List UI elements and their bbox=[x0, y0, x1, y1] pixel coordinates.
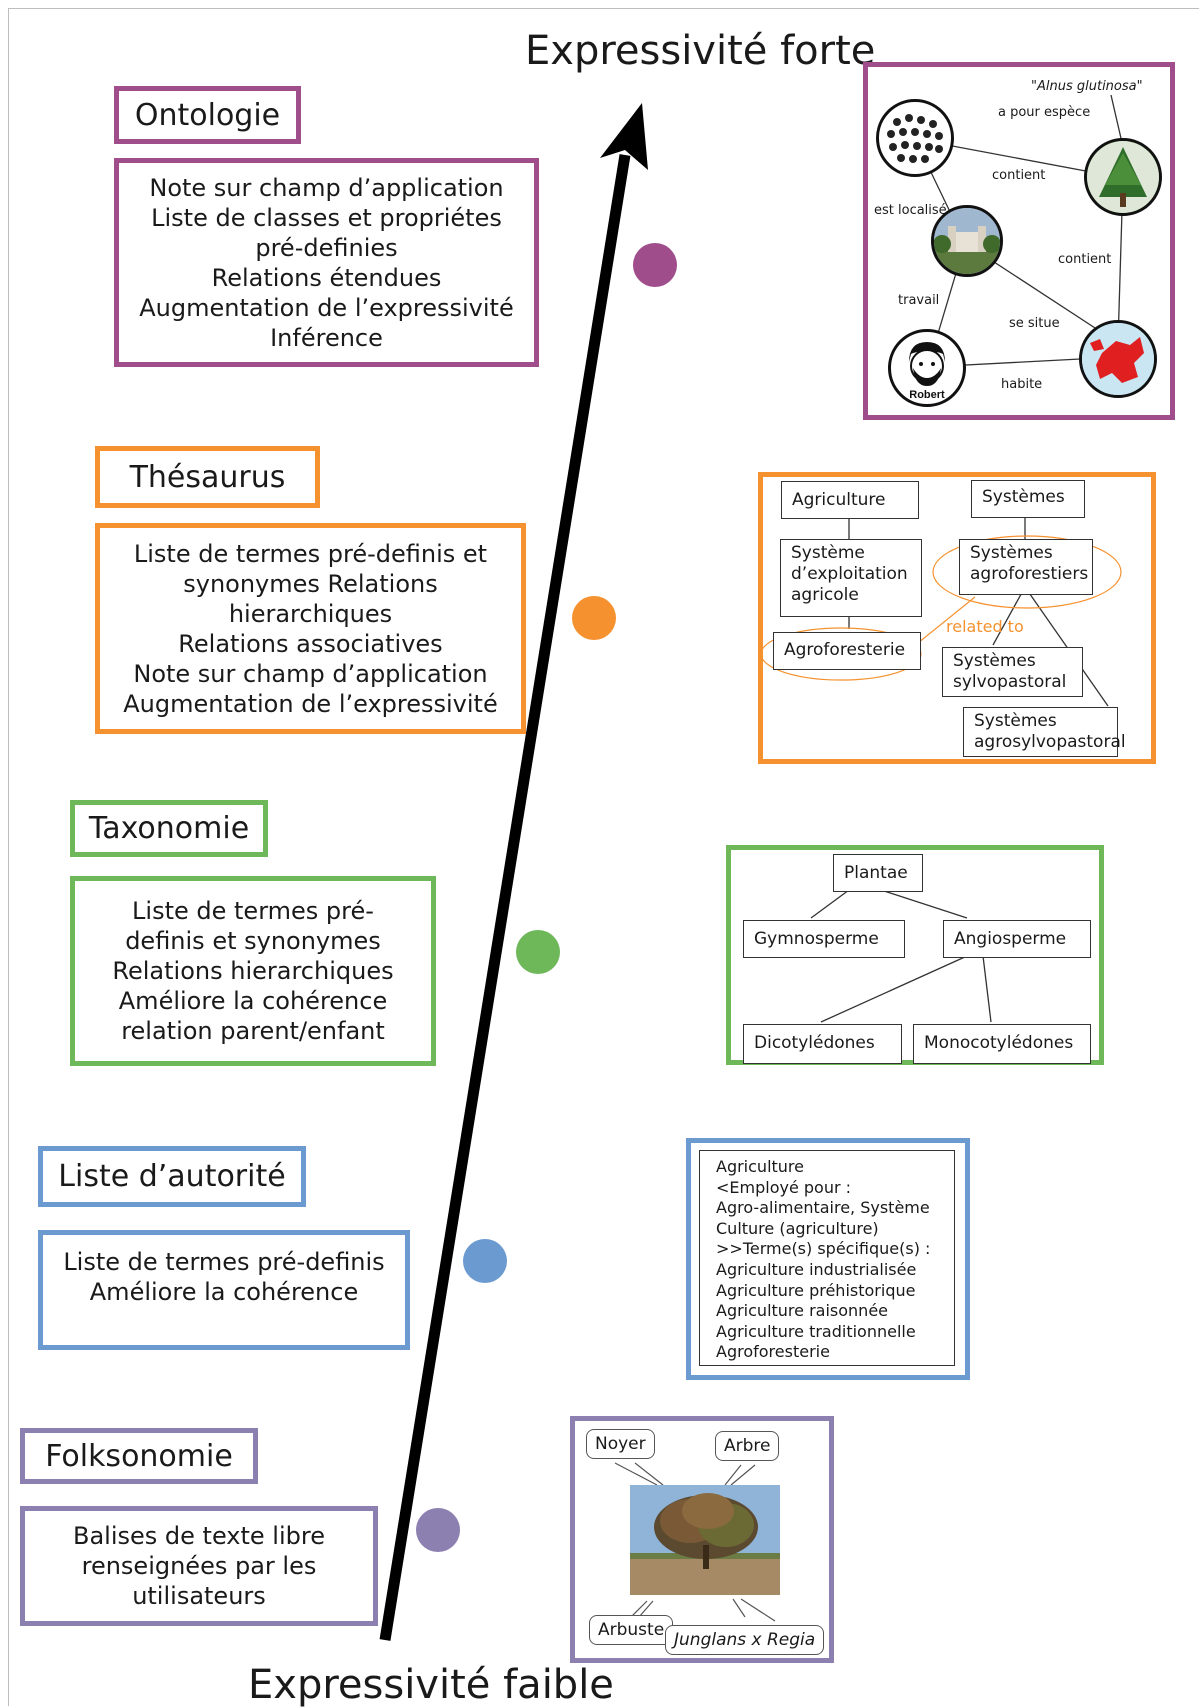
folksonomy-panel: Noyer Arbre Arbuste Junglans x Regia bbox=[570, 1416, 834, 1663]
description-line: Liste de termes pré-definis et bbox=[133, 539, 488, 568]
edge-label: habite bbox=[1001, 377, 1043, 392]
edge-label: est localisé bbox=[874, 203, 947, 218]
taxon-monocotyledones: Monocotylédones bbox=[913, 1024, 1091, 1064]
authority-line: Agriculture traditionnelle bbox=[716, 1321, 916, 1341]
level-description-ontologie: Note sur champ d’application Liste de cl… bbox=[114, 158, 539, 367]
description-line: Note sur champ d’application bbox=[133, 659, 488, 688]
term-systeme-exploitation: Système d’exploitation agricole bbox=[780, 539, 922, 617]
description-line: Liste de classes et propriétes bbox=[151, 203, 502, 232]
taxonomy-links bbox=[810, 889, 992, 1023]
term-agriculture: Agriculture bbox=[781, 481, 919, 519]
description-line: Augmentation de l’expressivité bbox=[123, 689, 498, 718]
tag-junglans-regia: Junglans x Regia bbox=[665, 1625, 825, 1655]
level-description-thesaurus: Liste de termes pré-definis et synonymes… bbox=[95, 523, 526, 734]
level-title-taxonomie: Taxonomie bbox=[70, 800, 268, 857]
description-line: relation parent/enfant bbox=[121, 1017, 385, 1045]
term-systemes-sylvopastoral: Systèmes sylvopastoral bbox=[942, 647, 1083, 697]
authority-line: Agriculture industrialisée bbox=[716, 1259, 917, 1279]
taxonomy-panel: Plantae Gymnosperme Angiosperme Dicotylé… bbox=[726, 845, 1104, 1065]
tag-pointers bbox=[614, 1462, 776, 1622]
level-description-taxonomie: Liste de termes pré- definis et synonyme… bbox=[70, 876, 436, 1066]
tag-arbuste: Arbuste bbox=[589, 1615, 674, 1645]
description-line: utilisateurs bbox=[132, 1582, 266, 1610]
tree-icon bbox=[1084, 138, 1162, 216]
tag-arbre: Arbre bbox=[715, 1431, 780, 1461]
edge-label: se situe bbox=[1009, 316, 1060, 331]
description-line: Inférence bbox=[270, 323, 383, 352]
level-title-liste-autorite: Liste d’autorité bbox=[38, 1146, 306, 1207]
description-line: Améliore la cohérence bbox=[89, 1278, 359, 1306]
tag-noyer: Noyer bbox=[586, 1429, 655, 1459]
authority-line: >>Terme(s) spécifique(s) : bbox=[716, 1239, 931, 1259]
description-line: Relations associatives bbox=[178, 629, 443, 658]
ontology-graph-panel: "Alnus glutinosa" a pour espèce contient… bbox=[863, 62, 1175, 420]
edge-label: travail bbox=[898, 293, 940, 308]
level-title-ontologie: Ontologie bbox=[114, 86, 301, 144]
description-line: Note sur champ d’application bbox=[149, 173, 504, 202]
description-line: Relations hierarchiques bbox=[112, 957, 394, 985]
description-line: renseignées par les bbox=[81, 1552, 317, 1580]
description-line: Augmentation de l’expressivité bbox=[139, 293, 514, 322]
forest-icon bbox=[876, 99, 954, 177]
person-icon: Robert bbox=[888, 329, 966, 407]
level-dot-thesaurus bbox=[572, 596, 616, 640]
authority-line: Culture (agriculture) bbox=[716, 1218, 879, 1238]
taxon-angiosperme: Angiosperme bbox=[943, 920, 1091, 958]
page-frame bbox=[8, 8, 1199, 1706]
taxon-plantae: Plantae bbox=[833, 854, 923, 892]
level-dot-ontologie bbox=[633, 243, 677, 287]
map-icon bbox=[1079, 320, 1157, 398]
level-description-folksonomie: Balises de texte libre renseignées par l… bbox=[20, 1506, 378, 1626]
description-line: Liste de termes pré- bbox=[132, 897, 374, 925]
node-label-alnus: "Alnus glutinosa" bbox=[1031, 79, 1143, 94]
description-line: hierarchiques bbox=[228, 599, 393, 628]
castle-icon bbox=[931, 205, 1003, 277]
authority-line: Agriculture raisonnée bbox=[716, 1301, 888, 1321]
thesaurus-links bbox=[760, 517, 1122, 707]
tree-photo bbox=[630, 1485, 780, 1595]
description-line: pré-definies bbox=[255, 233, 398, 262]
authority-list-panel: Agriculture <Employé pour : Agro-aliment… bbox=[686, 1138, 970, 1380]
term-systemes-agroforestiers: Systèmes agroforestiers bbox=[959, 539, 1093, 595]
edge-label: a pour espèce bbox=[998, 105, 1091, 120]
axis-bottom-label: Expressivité faible bbox=[248, 1662, 614, 1708]
term-systemes: Systèmes bbox=[971, 480, 1085, 518]
authority-line: <Employé pour : bbox=[716, 1177, 852, 1197]
thesaurus-panel: Agriculture Systèmes Système d’exploitat… bbox=[758, 472, 1156, 764]
level-dot-liste-autorite bbox=[463, 1239, 507, 1283]
description-line: Balises de texte libre bbox=[73, 1522, 325, 1550]
authority-line: Agriculture préhistorique bbox=[716, 1280, 916, 1300]
node-label-robert: Robert bbox=[909, 389, 945, 401]
authority-line: Agriculture bbox=[716, 1157, 804, 1176]
edge-label: contient bbox=[1058, 252, 1112, 267]
taxon-dicotyledones: Dicotylédones bbox=[743, 1024, 902, 1064]
level-description-liste-autorite: Liste de termes pré-definis Améliore la … bbox=[38, 1230, 410, 1350]
description-line: Relations étendues bbox=[211, 263, 442, 292]
authority-line: Agro-alimentaire, Système bbox=[716, 1198, 930, 1218]
level-title-folksonomie: Folksonomie bbox=[20, 1428, 258, 1484]
level-dot-taxonomie bbox=[516, 930, 560, 974]
description-line: Améliore la cohérence bbox=[118, 987, 388, 1015]
authority-line: Agroforesterie bbox=[716, 1342, 830, 1362]
description-line: synonymes Relations bbox=[183, 569, 438, 598]
level-dot-folksonomie bbox=[416, 1508, 460, 1552]
level-title-thesaurus: Thésaurus bbox=[95, 446, 320, 508]
taxon-gymnosperme: Gymnosperme bbox=[743, 920, 905, 958]
description-line: definis et synonymes bbox=[125, 927, 381, 955]
authority-record: Agriculture <Employé pour : Agro-aliment… bbox=[699, 1150, 955, 1366]
related-to-label: related to bbox=[946, 617, 1024, 636]
axis-arrowhead bbox=[600, 103, 648, 170]
edge-label: contient bbox=[992, 168, 1046, 183]
axis-top-label: Expressivité forte bbox=[525, 28, 876, 74]
term-systemes-agrosylvopastoral: Systèmes agrosylvopastoral bbox=[963, 707, 1126, 757]
description-line: Liste de termes pré-definis bbox=[63, 1248, 385, 1276]
term-agroforesterie: Agroforesterie bbox=[773, 632, 921, 670]
